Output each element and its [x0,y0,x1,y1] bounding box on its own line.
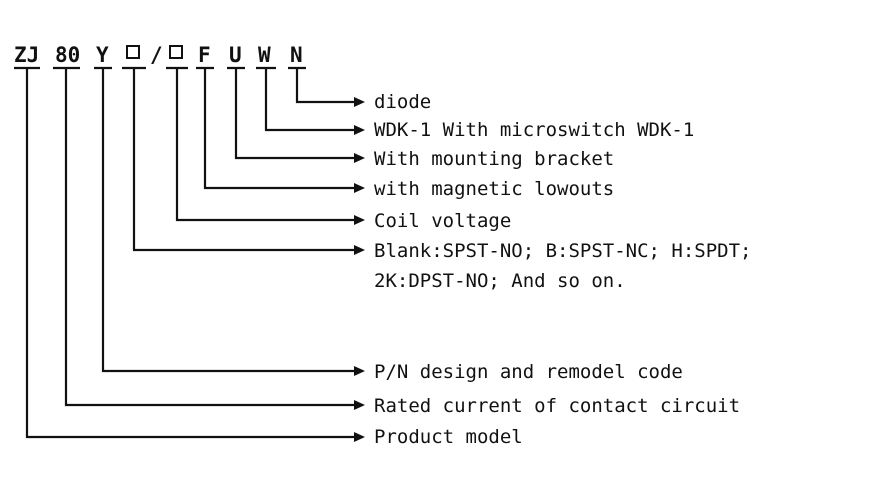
code-part-design: Y [96,43,109,67]
leader-diode [295,68,357,104]
label-contact-form-line1: Blank:SPST-NO; B:SPST-NC; H:SPDT; [374,240,752,262]
leader-contact-form [132,68,357,252]
label-diode: diode [374,91,431,113]
label-design-code: P/N design and remodel code [374,361,683,383]
part-code: ZJ 80 Y / F U W N [14,43,303,67]
label-coil-voltage: Coil voltage [374,210,511,232]
arrowheads [354,97,365,442]
code-part-series: ZJ [14,43,39,67]
code-part-n: N [290,43,303,67]
leader-rated-current [64,68,357,407]
leader-product-model [25,68,357,439]
code-part-contact-box [126,45,140,59]
description-labels: diode WDK-1 With microswitch WDK-1 With … [374,91,752,448]
leader-mounting-bracket [234,68,357,160]
leader-magnetic [203,68,357,190]
label-contact-form-line2: 2K:DPST-NO; And so on. [374,270,626,292]
code-part-f: F [198,43,211,67]
label-magnetic-blowouts: with magnetic lowouts [374,178,614,200]
label-rated-current: Rated current of contact circuit [374,395,740,417]
label-microswitch: WDK-1 With microswitch WDK-1 [374,119,694,141]
leader-coil-voltage [175,68,357,222]
leader-lines [25,68,357,439]
code-part-slash: / [150,43,163,67]
label-product-model: Product model [374,426,523,448]
code-part-w: W [258,43,271,67]
code-part-u: U [229,43,242,67]
code-part-current: 80 [55,43,80,67]
label-mounting-bracket: With mounting bracket [374,148,614,170]
leader-design-code [101,68,357,373]
leader-microswitch [264,68,357,132]
code-part-voltage-box [169,45,183,59]
